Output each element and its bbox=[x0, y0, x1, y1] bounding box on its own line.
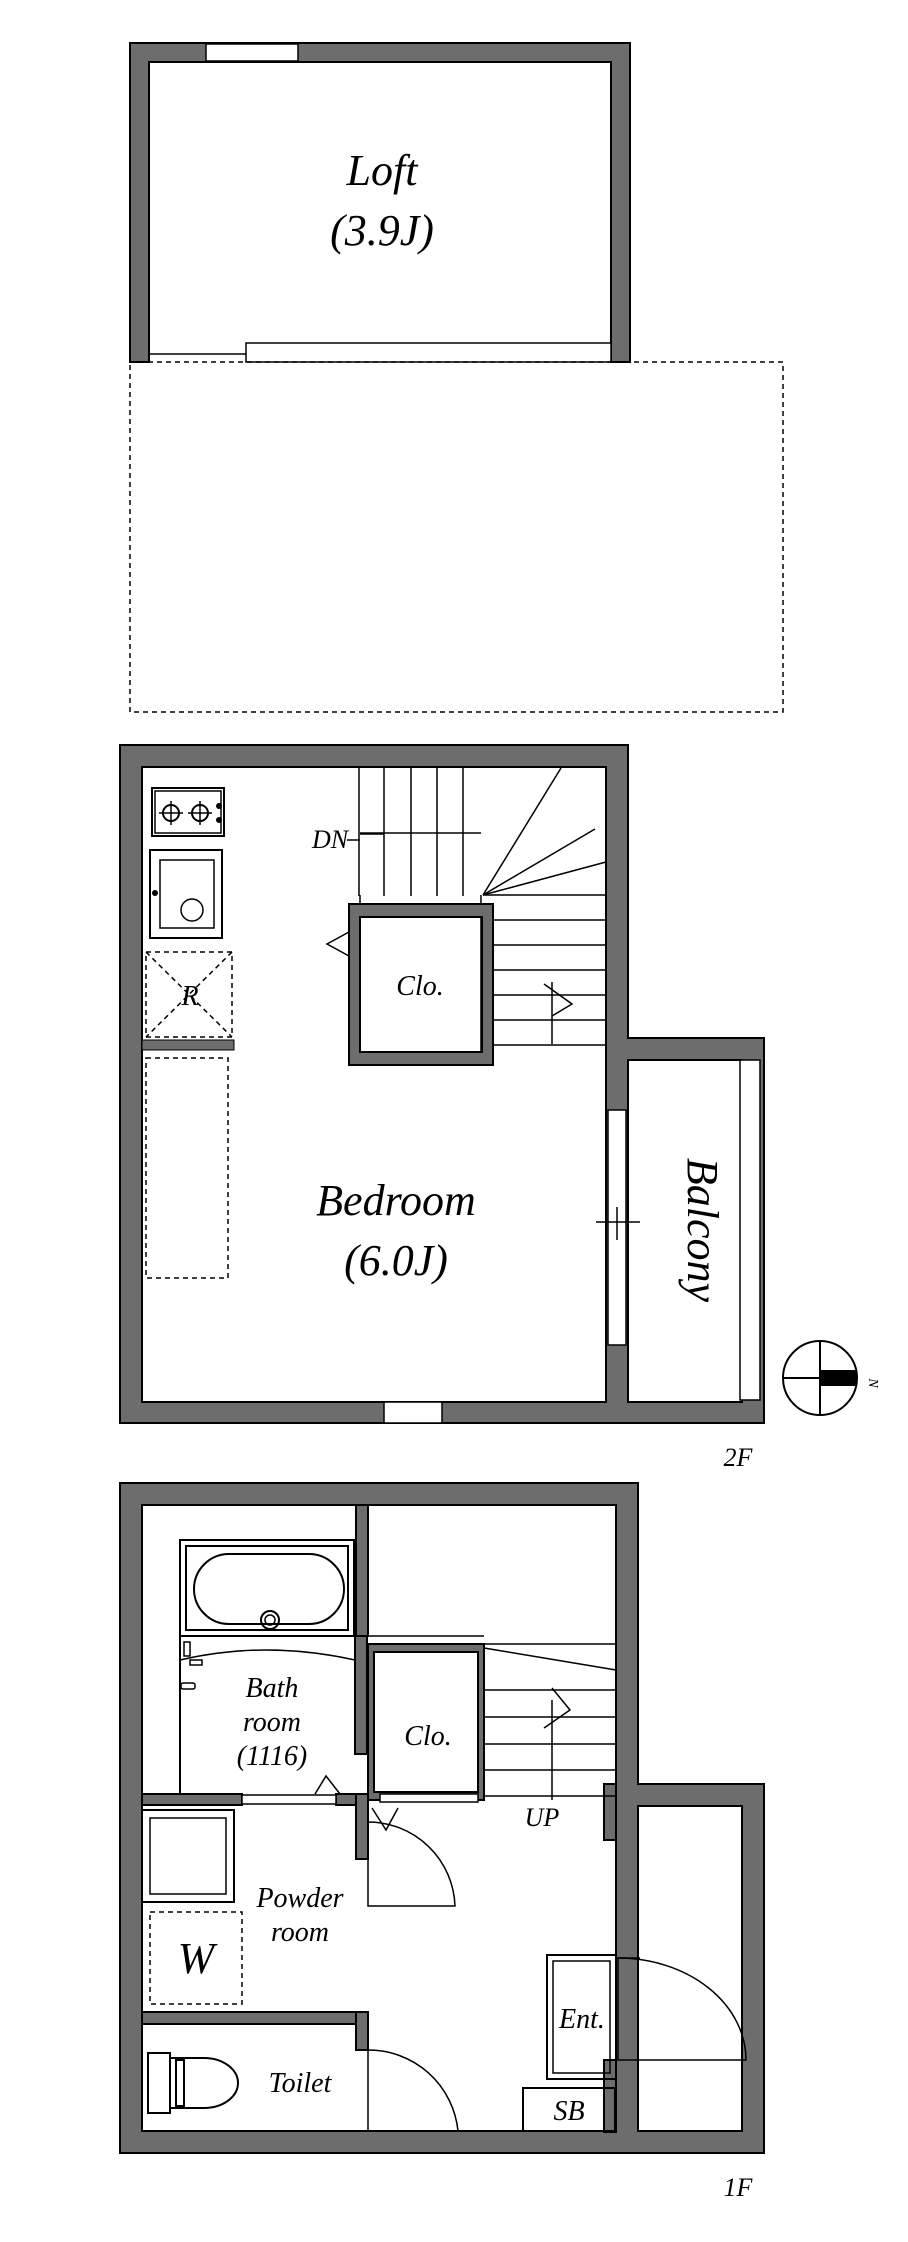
shower-fixture-3 bbox=[180, 1682, 196, 1690]
toilet-icon bbox=[147, 2052, 239, 2114]
loft-void-outline bbox=[129, 361, 784, 713]
closet-2f-walls bbox=[348, 903, 494, 1066]
powder-room-label-1: Powder bbox=[255, 1883, 343, 1914]
compass-icon: N bbox=[782, 1340, 880, 1416]
desk-outline bbox=[145, 1057, 229, 1279]
bath-door-marker bbox=[314, 1774, 341, 1795]
partition-toilet-right bbox=[355, 2011, 369, 2051]
bathtub-icon bbox=[179, 1539, 355, 1637]
powder-door-swing bbox=[367, 1821, 456, 1907]
washer-outline bbox=[149, 1911, 243, 2005]
loft-area: (3.9J) bbox=[330, 206, 434, 255]
closet-2f-label: Clo. bbox=[396, 971, 443, 1002]
staircase-1f bbox=[368, 1635, 617, 1800]
entrance-step bbox=[546, 1954, 617, 2080]
powder-room-label-2: room bbox=[271, 1917, 329, 1948]
partition-bath-right bbox=[354, 1635, 368, 1755]
stove-icon bbox=[151, 787, 225, 837]
closet-1f-walls bbox=[367, 1643, 485, 1801]
balcony-label: Balcony bbox=[678, 1158, 727, 1303]
toilet-door-swing bbox=[367, 2049, 459, 2132]
fridge-label: R bbox=[180, 981, 198, 1012]
fridge-icon: R bbox=[145, 951, 233, 1038]
entrance-step-inner bbox=[552, 1960, 611, 2074]
loft-level: Loft (3.9J) bbox=[129, 42, 784, 713]
toilet-label: Toilet bbox=[269, 2068, 333, 2099]
shoe-box-label: SB bbox=[553, 2096, 584, 2127]
shower-fixture-2 bbox=[189, 1659, 203, 1666]
floor-label-2f: 2F bbox=[724, 1443, 754, 1472]
up-label: UP bbox=[525, 1803, 560, 1832]
bathroom-label-3: (1116) bbox=[237, 1741, 308, 1772]
bedroom-label: Bedroom bbox=[316, 1176, 476, 1225]
entrance-door-swing bbox=[617, 1957, 747, 2061]
sink-icon bbox=[149, 849, 223, 939]
partition-powder-bottom bbox=[141, 2011, 369, 2025]
first-floor: Bath room (1116) Clo. UP W bbox=[119, 1482, 765, 2202]
down-label: DN bbox=[311, 825, 350, 854]
shower-fixture bbox=[183, 1641, 191, 1657]
compass-north-label: N bbox=[865, 1377, 880, 1388]
washer-label: W bbox=[178, 1934, 218, 1983]
floor-label-1f: 1F bbox=[724, 2173, 754, 2202]
entrance-label: Ent. bbox=[558, 2004, 605, 2035]
stair-arrow-head bbox=[543, 983, 574, 1017]
partition-hall-right bbox=[603, 1783, 617, 1841]
bath-sliding-door bbox=[241, 1794, 337, 1805]
second-floor-walls bbox=[119, 744, 765, 1424]
hall-door-marker bbox=[371, 1807, 399, 1832]
closet-2f-door-marker bbox=[325, 931, 350, 957]
partition-vertical bbox=[355, 1504, 369, 1637]
kitchen-divider bbox=[141, 1039, 235, 1051]
closet-1f-label: Clo. bbox=[404, 1721, 451, 1752]
stair-1f-arrow-head bbox=[543, 1687, 572, 1729]
loft-railing bbox=[245, 342, 612, 363]
bathroom-label-1: Bath bbox=[246, 1673, 299, 1704]
loft-label: Loft bbox=[346, 146, 420, 195]
balcony-rail bbox=[739, 1059, 761, 1401]
shoe-box bbox=[522, 2087, 616, 2132]
second-floor: R DN bbox=[119, 744, 880, 1472]
bath-floor-edge bbox=[179, 1649, 356, 1661]
bedroom-window bbox=[383, 1401, 443, 1424]
wash-basin-icon bbox=[141, 1809, 235, 1903]
loft-window bbox=[205, 43, 299, 62]
partition-bath-bottom bbox=[141, 1793, 243, 1806]
bedroom-area: (6.0J) bbox=[344, 1236, 448, 1285]
loft-walls bbox=[129, 42, 631, 363]
bathroom-label-2: room bbox=[243, 1707, 301, 1738]
partition-powder-right bbox=[355, 1793, 369, 1860]
